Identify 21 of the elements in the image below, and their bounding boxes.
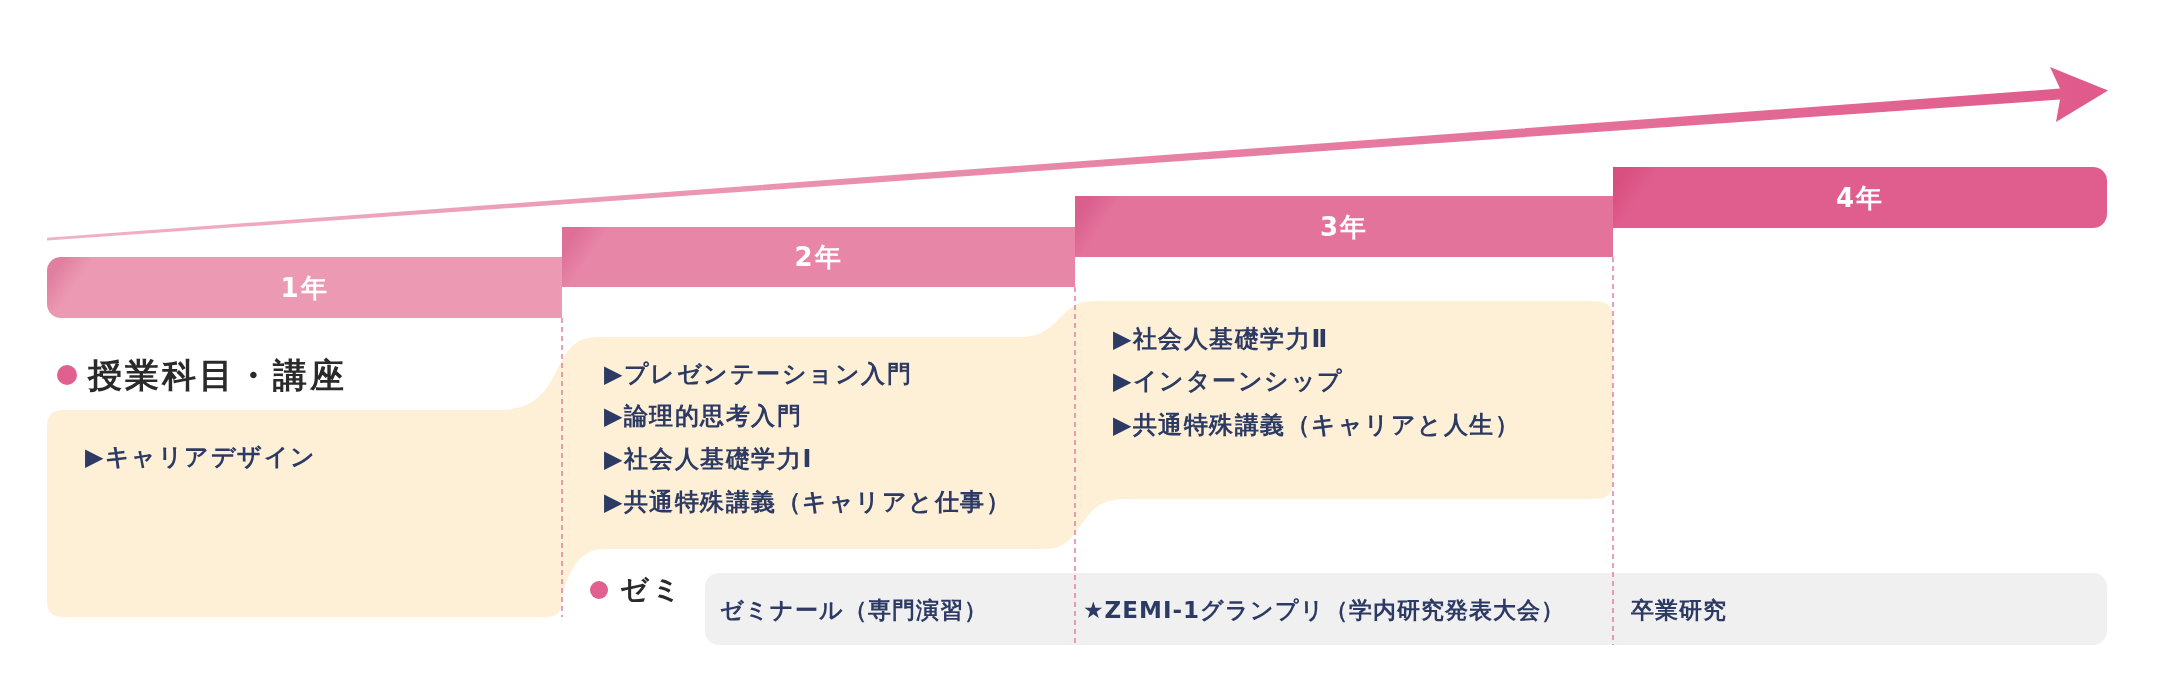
section-heading: 授業科目・講座 — [88, 358, 347, 392]
course-item: ▶論理的思考入門 — [604, 404, 803, 428]
course-item: ▶プレゼンテーション入門 — [604, 362, 913, 386]
course-item: ▶キャリアデザイン — [85, 445, 317, 469]
course-item: ▶インターンシップ — [1113, 369, 1344, 393]
year-header-bar — [47, 257, 562, 318]
course-item: ▶共通特殊講義（キャリアと人生） — [1113, 413, 1521, 437]
year-header-bar — [1075, 196, 1613, 257]
seminar-item: ゼミナール（専門演習） — [720, 598, 988, 622]
seminar-item: 卒業研究 — [1631, 598, 1727, 622]
year-header-bar — [562, 227, 1075, 287]
year-label: 1年 — [280, 274, 329, 301]
course-item: ▶社会人基礎学力Ⅰ — [604, 447, 813, 471]
section-heading: ゼミ — [620, 576, 684, 604]
course-item: ▶共通特殊講義（キャリアと仕事） — [604, 490, 1012, 514]
year-label: 3年 — [1319, 213, 1369, 240]
year-label: 2年 — [794, 244, 843, 270]
course-item: ▶社会人基礎学力Ⅱ — [1113, 327, 1329, 351]
year-label: 4年 — [1835, 184, 1885, 211]
seminar-item: ★ZEMI-1グランプリ（学内研究発表大会） — [1083, 598, 1565, 622]
year-header-bar — [1613, 167, 2107, 228]
